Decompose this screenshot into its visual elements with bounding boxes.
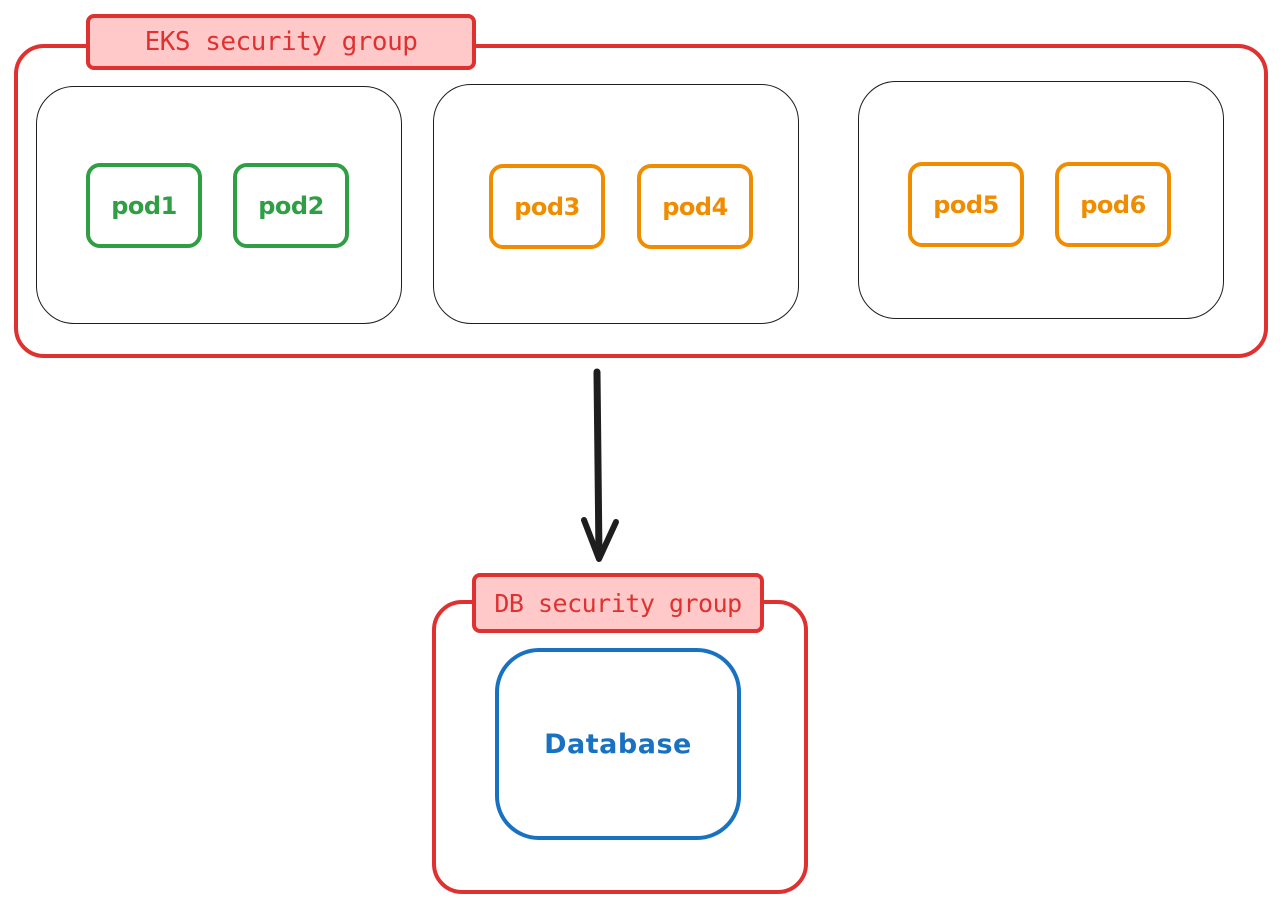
node-group-2	[433, 84, 799, 324]
eks-security-group-label: EKS security group	[86, 14, 476, 70]
node-group-3	[858, 81, 1224, 319]
database: Database	[495, 648, 741, 840]
pod-3: pod3	[489, 164, 605, 249]
pod-4: pod4	[637, 164, 753, 249]
db-security-group-label: DB security group	[472, 573, 764, 633]
pod-6: pod6	[1055, 162, 1171, 247]
node-group-1	[36, 86, 402, 324]
pod-5: pod5	[908, 162, 1024, 247]
eks-security-group	[14, 44, 1268, 358]
connector-arrow	[581, 368, 619, 562]
pod-2: pod2	[233, 163, 349, 248]
pod-1: pod1	[86, 163, 202, 248]
arrow-head	[581, 517, 619, 562]
arrow-shaft	[593, 368, 603, 561]
